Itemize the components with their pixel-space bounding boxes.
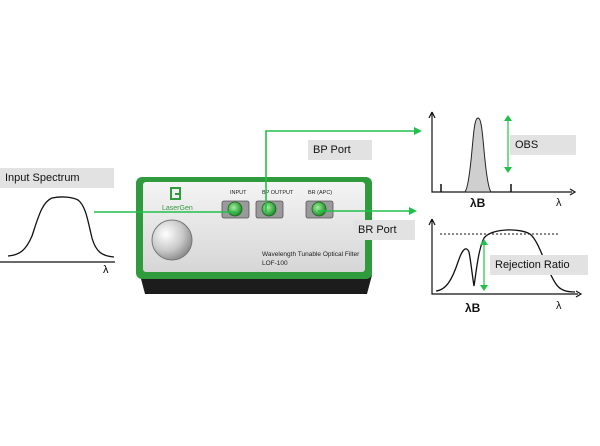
bp-graph-axes: [431, 112, 572, 193]
input-spectrum-curve: [7, 196, 115, 258]
input-spectrum-graph: λ: [0, 196, 115, 276]
br-lambda-b-label: λB: [465, 301, 481, 315]
bp-arrow-head-icon: [414, 127, 422, 135]
model-number: LOF-100: [262, 260, 288, 267]
bp-beam: [265, 130, 415, 212]
device-base: [140, 275, 372, 294]
rejection-ratio-callout: Rejection Ratio: [490, 255, 588, 275]
beam-paths: [94, 127, 422, 215]
br-graph-axes: [431, 219, 578, 295]
br-lambda-label: λ: [556, 300, 562, 312]
bp-output-port-connector[interactable]: [255, 200, 284, 219]
bp-lambda-b-label: λB: [470, 196, 486, 210]
brand-logo-icon: [170, 187, 181, 200]
brand-name: LaserGen: [162, 205, 193, 212]
br-port-callout: BR Port: [353, 220, 415, 240]
bp-port-callout: BP Port: [308, 140, 372, 160]
product-name: Wavelength Tunable Optical Filter: [262, 251, 360, 258]
obs-callout: OBS: [510, 135, 576, 155]
bp-spectrum-graph: λB λ: [428, 111, 577, 210]
input-lambda-label: λ: [103, 264, 109, 276]
bp-lambda-label: λ: [556, 197, 562, 209]
input-port-connector[interactable]: [221, 200, 250, 219]
br-arrow-head-icon: [409, 207, 417, 215]
port-label-br: BR (APC): [308, 190, 332, 196]
laser-filter-device: LaserGen INPUT BP OUTPUT BR (APC) Wavele…: [136, 177, 372, 294]
bp-peak-fill: [464, 117, 492, 193]
br-spectrum-graph: λB λ: [428, 218, 583, 315]
rejection-marker-arrows: [480, 239, 488, 291]
br-spectrum-curve: [435, 229, 576, 293]
port-label-bp-output: BP OUTPUT: [262, 190, 294, 196]
tuning-knob[interactable]: [151, 219, 193, 261]
obs-marker-arrows: [504, 115, 512, 173]
br-port-connector[interactable]: [305, 200, 334, 219]
port-label-input: INPUT: [230, 190, 247, 196]
input-spectrum-callout: Input Spectrum: [0, 168, 114, 188]
